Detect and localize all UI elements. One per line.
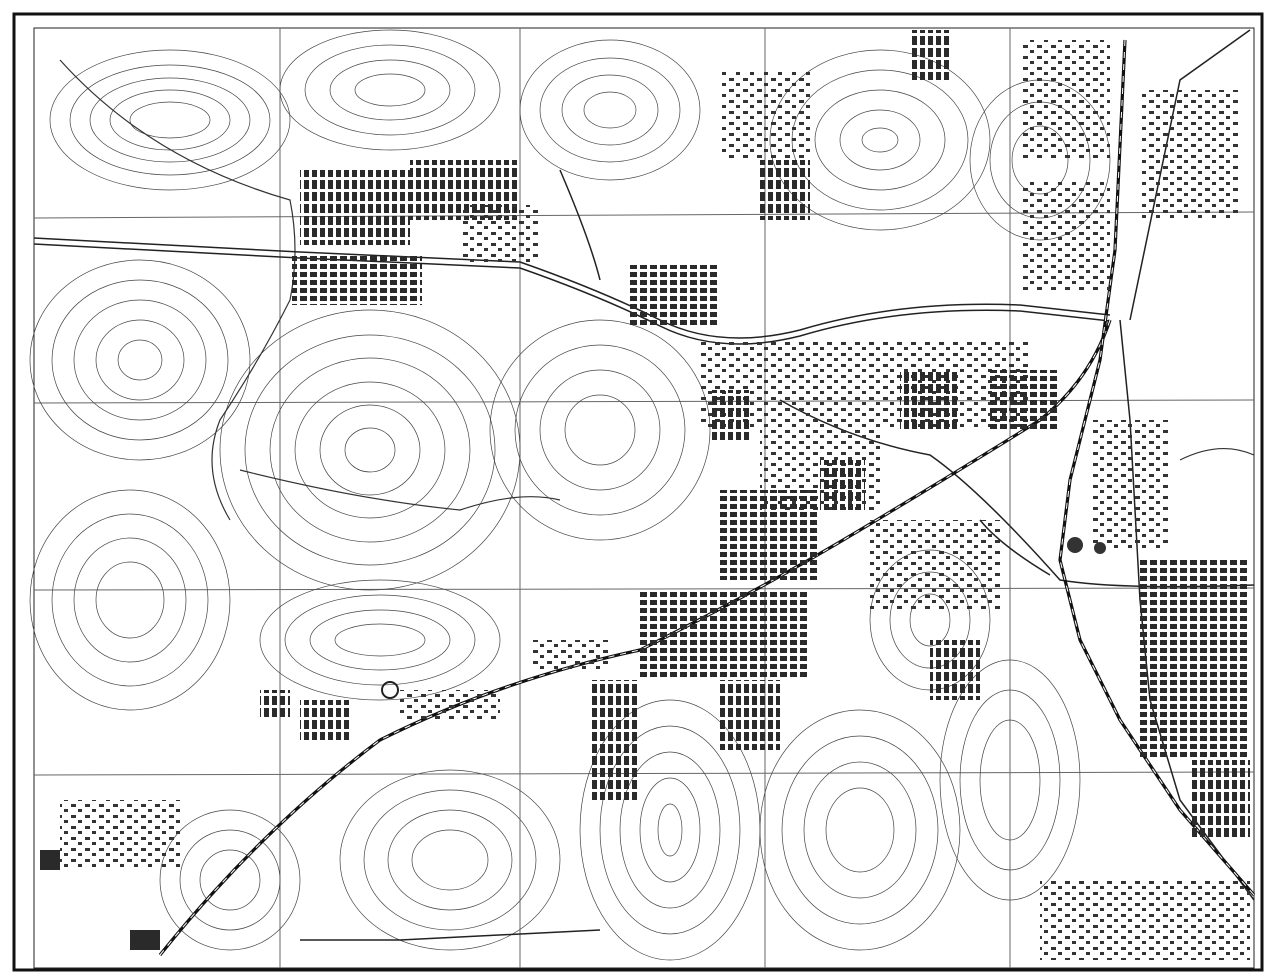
neatline-border bbox=[12, 12, 1264, 972]
grid-lines bbox=[33, 28, 1255, 968]
building-blocks bbox=[40, 30, 1250, 960]
